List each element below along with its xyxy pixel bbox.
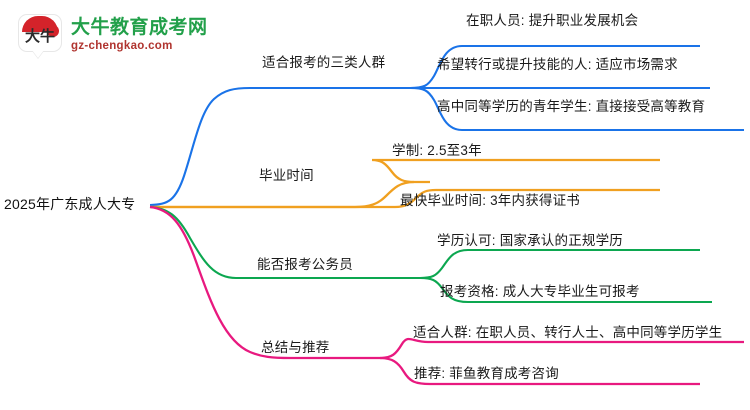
branch-leaf-connector-4-1: [379, 337, 744, 360]
branch-leaf-connector-3-1: [419, 248, 700, 280]
leaf-node-4-2[interactable]: 推荐: 菲鱼教育成考咨询: [414, 366, 559, 381]
leaf-node-1-1[interactable]: 在职人员: 提升职业发展机会: [466, 13, 639, 28]
leaf-node-3-2[interactable]: 报考资格: 成人大专毕业生可报考: [440, 284, 640, 299]
branch-leaf-connector-2-1: [371, 158, 660, 184]
logo-mark-text: 大牛: [24, 27, 55, 45]
leaf-node-2-2[interactable]: 最快毕业时间: 3年内获得证书: [400, 193, 581, 208]
branch-connector-2: [150, 180, 430, 209]
site-logo: 大牛 大牛教育成考网 gz-chengkao.com: [18, 10, 238, 60]
logo-subtitle: gz-chengkao.com: [71, 39, 173, 52]
leaf-node-1-3[interactable]: 高中同等学历的青年学生: 直接接受高等教育: [437, 99, 706, 114]
branch-connector-1: [149, 86, 410, 207]
logo-mark-icon: 大牛: [18, 13, 64, 57]
leaf-node-3-1[interactable]: 学历认可: 国家承认的正规学历: [437, 233, 624, 248]
logo-text-block: 大牛教育成考网 gz-chengkao.com: [71, 17, 208, 54]
logo-dot-shape: [47, 25, 59, 37]
branch-connector-4: [149, 205, 380, 360]
branch-node-2[interactable]: 毕业时间: [259, 168, 314, 183]
mindmap-root-node[interactable]: 2025年广东成人大专: [4, 196, 136, 212]
branch-node-3[interactable]: 能否报考公务员: [257, 257, 353, 272]
leaf-node-1-2[interactable]: 希望转行或提升技能的人: 适应市场需求: [437, 57, 678, 72]
leaf-node-2-1[interactable]: 学制: 2.5至3年: [392, 143, 482, 158]
branch-node-1[interactable]: 适合报考的三类人群: [262, 55, 386, 70]
branch-node-4[interactable]: 总结与推荐: [261, 340, 330, 355]
logo-title: 大牛教育成考网: [71, 16, 208, 38]
leaf-node-4-1[interactable]: 适合人群: 在职人员、转行人士、高中同等学历学生: [413, 325, 723, 340]
